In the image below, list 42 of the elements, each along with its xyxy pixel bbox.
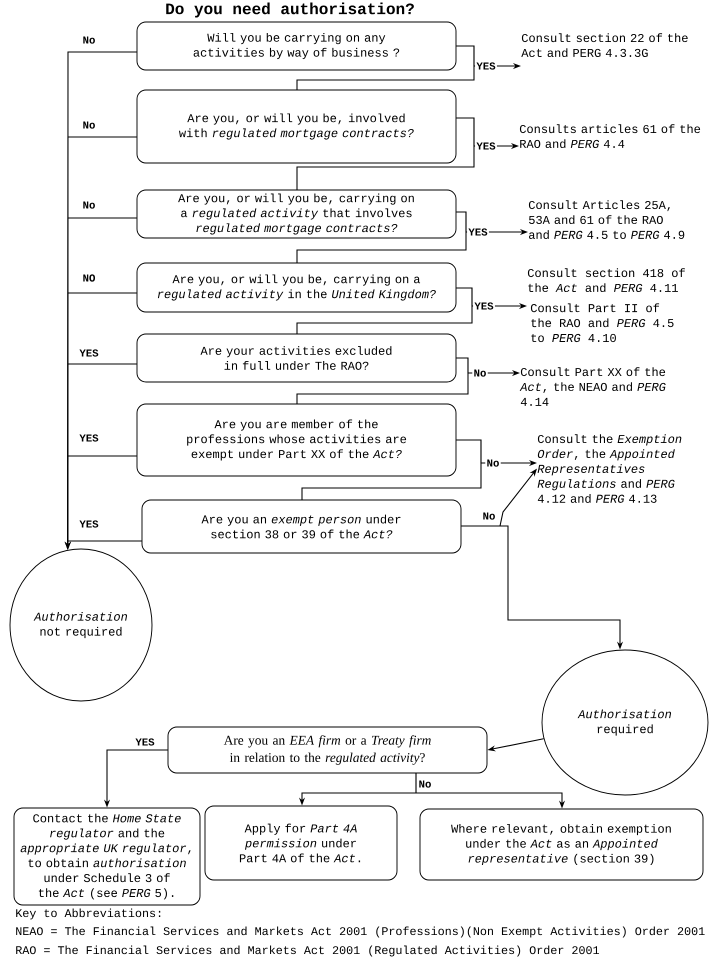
question-box: Will you be carrying on any activities by way of business ?	[136, 22, 456, 70]
action-box: Apply for Part 4A permission under Part 4A of the Act.	[204, 806, 398, 880]
edge-label: No	[81, 35, 97, 45]
edge-label: No	[417, 779, 433, 789]
edge-label: YES	[78, 433, 100, 443]
reference-text: Consult Part XX of the Act, the NEAO and PERG 4.14	[520, 367, 666, 406]
title: Do you need authorisation?	[166, 2, 414, 18]
reference-text: Consult section 418 of the Act and PERG 4.11 Consult Part II of the RAO and PERG 4.5 to PERG 4.10	[528, 268, 685, 342]
question-box: Are you, or will you be, carrying on a regulated activity that involves regulated mortgage contracts?	[136, 190, 456, 238]
connector	[296, 117, 475, 190]
edge-label: No	[472, 368, 488, 378]
connector	[296, 211, 467, 263]
edge-label: YES	[78, 348, 100, 358]
connector	[296, 357, 469, 404]
question-box: Are you, or will you be, involved with regulated mortgage contracts?	[136, 90, 456, 164]
question-box: Are you, or will you be, carrying on a regulated activity in the United Kingdom?	[136, 262, 456, 312]
connector	[296, 45, 475, 90]
edge-label: No	[81, 200, 97, 210]
question-box: Are you an EEA firm or a Treaty firm in relation to the regulated activity?	[168, 726, 488, 774]
question-box: Are you an exempt person under section 38 or 39 of the Act?	[142, 500, 462, 554]
edge-label: YES	[475, 141, 497, 151]
edge-label: No	[81, 120, 97, 130]
edge-label: YES	[134, 737, 156, 747]
action-box: Where relevant, obtain exemption under the Act as an Appointed representative (section 39)	[420, 808, 704, 880]
action-box: Contact the Home State regulator and the appropriate UK regulator, to obtain authorisation under Schedule 3 of the Act (see PERG 5).	[14, 808, 200, 906]
question-box: Are you are member of the professions whose activities are exempt under Part XX of the Act?	[136, 404, 456, 476]
edge-label: No	[485, 458, 501, 468]
key-text: RAO = The Financial Services and Markets Act 2001 (Regulated Activities) Order 2001	[16, 946, 600, 956]
question-box: Are your activities excluded in full under The RAO?	[136, 334, 456, 382]
reference-text: Consult Articles 25A, 53A and 61 of the RAO and PERG 4.5 to PERG 4.9	[528, 200, 684, 239]
edge-label: YES	[78, 519, 100, 529]
edge-label: No	[481, 511, 497, 521]
connector	[301, 439, 482, 500]
key-text: NEAO = The Financial Services and Markets Act 2001 (Professions)(Non Exempt Activities) Order 2001	[16, 926, 705, 938]
connector	[296, 287, 473, 334]
edge-label: YES	[473, 301, 495, 311]
reference-text: Consults articles 61 of the RAO and PERG 4.4	[520, 124, 700, 148]
edge-label: NO	[81, 273, 97, 283]
reference-text: Consult the Exemption Order, the Appointed Representatives Regulations and PERG 4.12 and PERG 4.13	[538, 434, 682, 503]
edge-label: YES	[467, 227, 489, 237]
reference-text: Consult section 22 of the Act and PERG 4.3.3G	[521, 33, 688, 58]
edge-label: YES	[475, 61, 497, 71]
